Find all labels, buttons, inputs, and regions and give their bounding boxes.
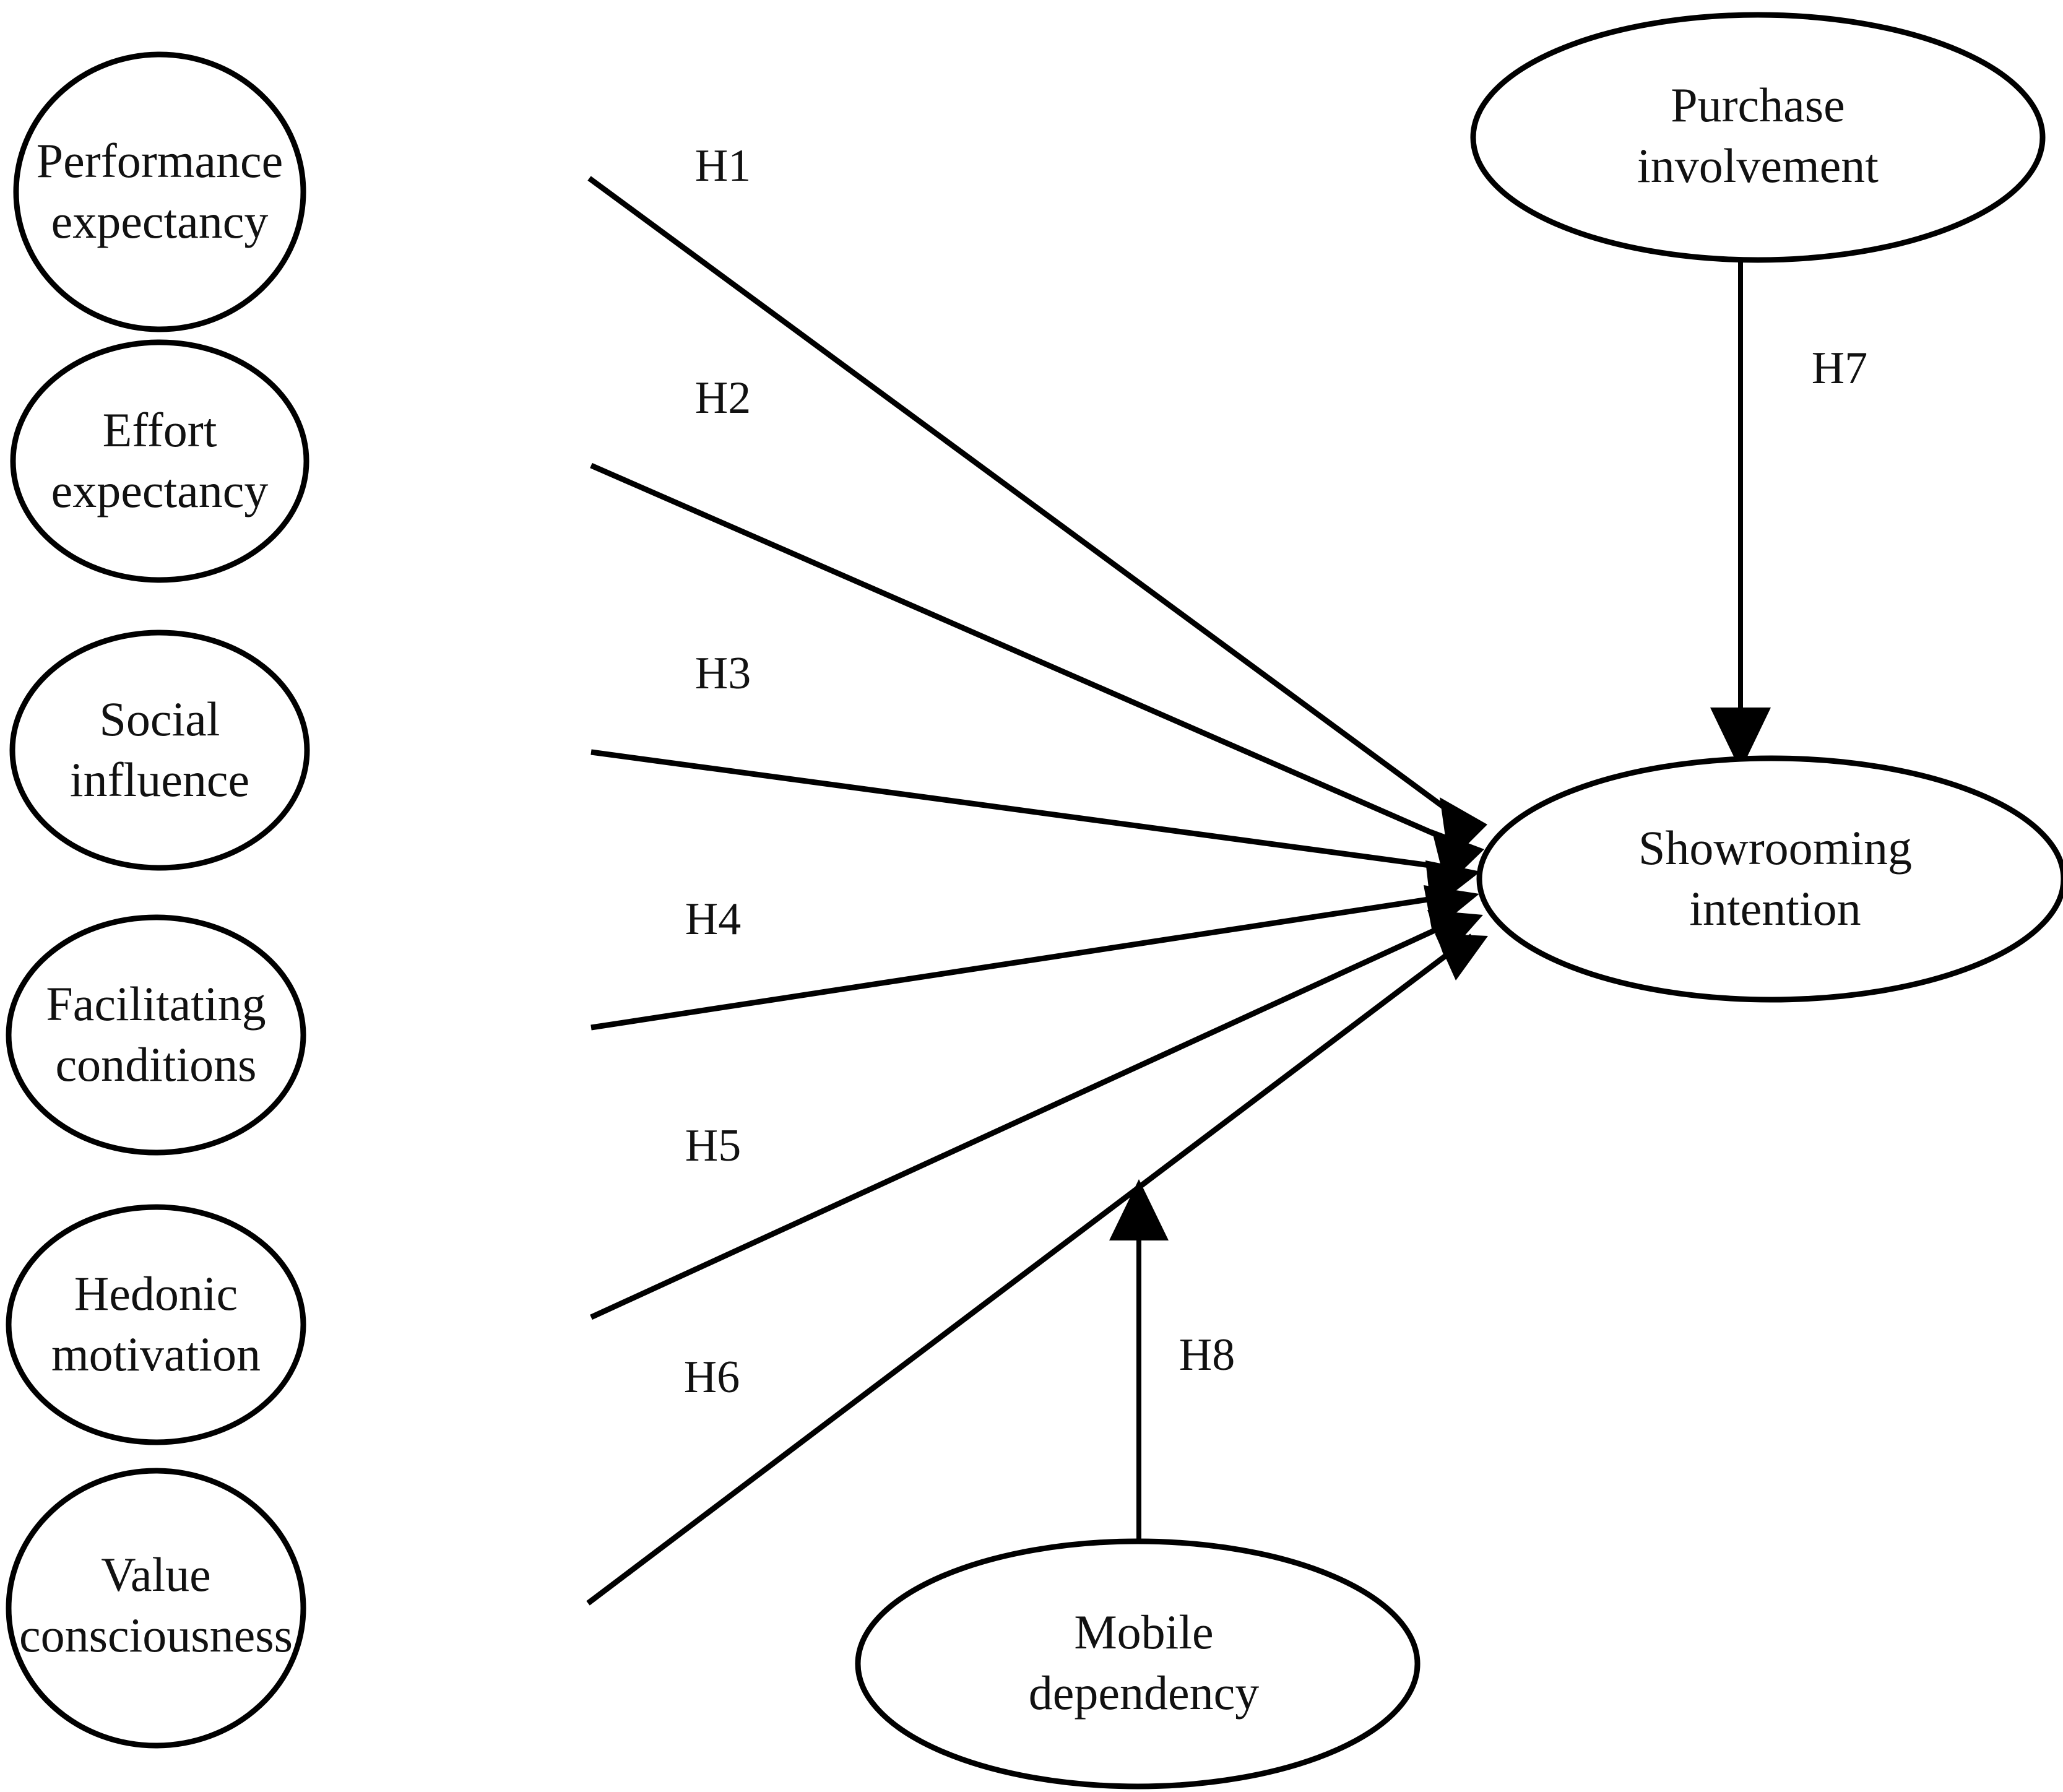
node-value-consciousness[interactable]: Value consciousness: [6, 1468, 306, 1749]
node-label-line1: Purchase: [1671, 78, 1845, 132]
hypothesis-label-h3: H3: [695, 648, 751, 699]
hypothesis-label-h5: H5: [685, 1120, 741, 1171]
node-label-line2: consciousness: [19, 1608, 293, 1662]
edge-h1: [587, 176, 1472, 829]
node-showrooming-intention[interactable]: Showrooming intention: [1476, 755, 2063, 1003]
node-ellipse: [1476, 755, 2063, 1003]
edge-h5: [590, 913, 1467, 1320]
node-label-line1: Value: [101, 1547, 211, 1601]
node-purchase-involvement[interactable]: Purchase involvement: [1470, 12, 2046, 263]
node-label-line1: Mobile: [1074, 1605, 1213, 1659]
hypothesis-label-h1: H1: [695, 141, 751, 191]
node-hedonic-motivation[interactable]: Hedonic motivation: [6, 1204, 306, 1445]
node-label-line2: motivation: [51, 1327, 261, 1381]
hypothesis-label-h6: H6: [684, 1352, 740, 1403]
node-label-line2: intention: [1689, 881, 1861, 935]
node-label-line2: conditions: [56, 1037, 257, 1091]
edge-h2: [590, 462, 1468, 851]
node-label-line1: Effort: [103, 403, 217, 457]
node-label-line2: dependency: [1029, 1666, 1259, 1720]
node-label-line1: Performance: [37, 134, 283, 188]
arrowhead-h8: [1109, 1179, 1169, 1240]
node-ellipse: [13, 51, 306, 332]
node-ellipse: [1470, 12, 2046, 263]
arrowhead-h7: [1710, 708, 1771, 771]
hypothesis-label-h7: H7: [1812, 343, 1867, 394]
node-ellipse: [6, 1204, 306, 1445]
hypothesis-label-h8: H8: [1179, 1330, 1235, 1380]
edge-h4: [590, 891, 1461, 1031]
node-label-line1: Facilitating: [46, 977, 266, 1031]
node-performance-expectancy[interactable]: Performance expectancy: [13, 51, 306, 332]
node-label-line1: Social: [100, 692, 220, 746]
node-ellipse: [10, 339, 309, 583]
node-facilitating-conditions[interactable]: Facilitating conditions: [6, 914, 306, 1156]
hypothesis-label-h2: H2: [695, 373, 751, 423]
node-label-line2: involvement: [1637, 139, 1879, 193]
edge-h6: [586, 933, 1474, 1606]
hypothesis-label-h4: H4: [685, 894, 741, 945]
arrowhead-h6: [1435, 933, 1488, 980]
node-mobile-dependency[interactable]: Mobile dependency: [855, 1538, 1421, 1790]
node-ellipse: [9, 630, 310, 871]
node-label-line1: Showrooming: [1638, 821, 1912, 875]
node-ellipse: [6, 914, 306, 1156]
node-label-line2: influence: [70, 753, 249, 807]
node-label-line2: expectancy: [51, 194, 269, 248]
edge-h3: [590, 749, 1463, 873]
node-ellipse: [855, 1538, 1421, 1790]
node-label-line2: expectancy: [51, 464, 269, 517]
node-social-influence[interactable]: Social influence: [9, 630, 310, 871]
node-ellipse: [6, 1468, 306, 1749]
node-effort-expectancy[interactable]: Effort expectancy: [10, 339, 309, 583]
node-label-line1: Hedonic: [74, 1266, 238, 1320]
